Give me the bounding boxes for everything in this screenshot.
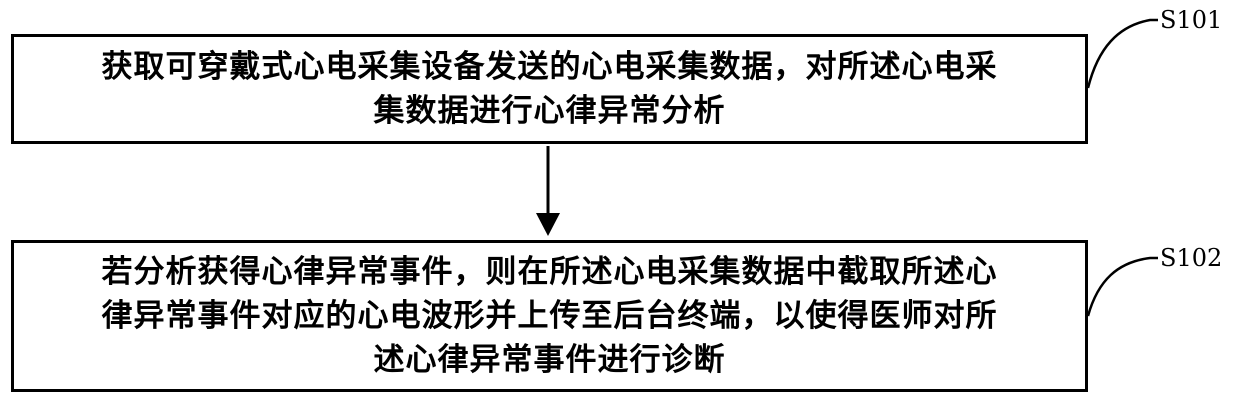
leader-curve-s101 [1088,20,1158,88]
flow-arrow-head [536,213,560,236]
leader-curve-s102 [1088,258,1158,316]
step-id-s101: S101 [1160,6,1222,34]
step-id-s102: S102 [1160,244,1222,272]
